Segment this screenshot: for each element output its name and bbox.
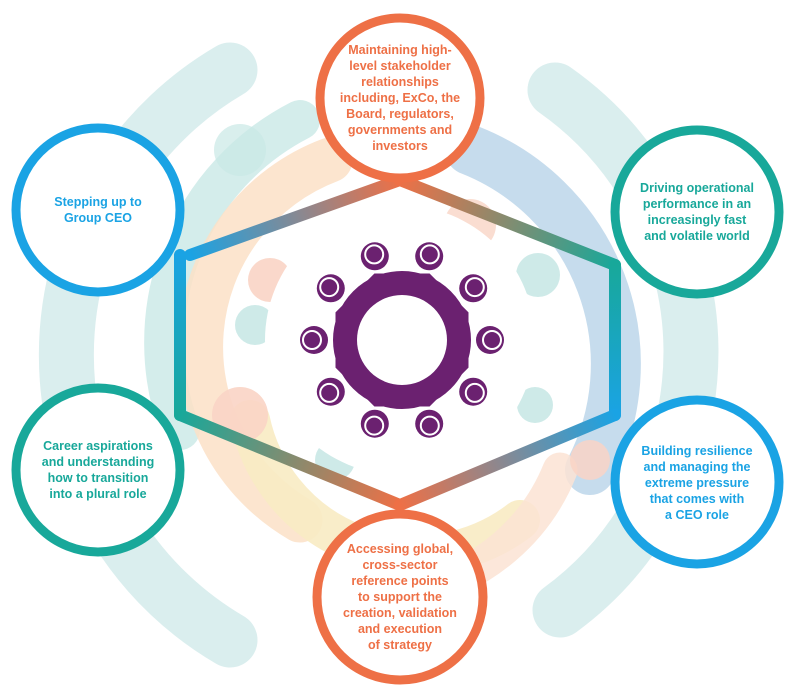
person-icon [476, 326, 504, 354]
person-icon [316, 377, 345, 406]
bg-dot [235, 305, 275, 345]
node-circle-bottom [312, 509, 488, 685]
connectors [174, 174, 621, 511]
bg-ring-outer [38, 42, 258, 668]
bg-dot [517, 387, 553, 423]
bg-ring-peach [178, 137, 353, 543]
node-label-bottom: Accessing global, cross-sector reference… [343, 542, 457, 652]
person-icon [415, 409, 444, 438]
node-circle-lower-right [610, 395, 784, 569]
node-circle-lower-left [11, 383, 185, 557]
person-icon [316, 274, 345, 303]
table-ring [333, 271, 471, 409]
node-circle-top [315, 13, 485, 183]
connector-top-upper-right [394, 174, 621, 271]
node-circle-upper-left [11, 123, 185, 297]
person-icon [360, 242, 389, 271]
node-label-top: Maintaining high- level stakeholder rela… [339, 43, 461, 153]
connector-bottom-lower-right [394, 409, 621, 511]
bg-ring-outer-right [527, 62, 719, 638]
bg-dot [214, 124, 266, 176]
connector-top-upper-left [184, 174, 406, 261]
person-icon [415, 242, 444, 271]
round-table-meeting-icon [300, 242, 504, 438]
person-icon [360, 409, 389, 438]
node-label-upper-right: Driving operational performance in an in… [640, 181, 754, 243]
node-label-upper-left: Stepping up to Group CEO [54, 195, 142, 225]
node-label-lower-right: Building resilience and managing the ext… [641, 443, 753, 522]
bg-dot [570, 440, 610, 480]
connector-lower-left-bottom [174, 409, 406, 511]
node-circle-upper-right [610, 125, 784, 299]
node-circles [11, 13, 784, 685]
person-icon [459, 274, 488, 303]
table-center [357, 295, 447, 385]
person-icon [300, 326, 328, 354]
person-icon [459, 377, 488, 406]
node-label-lower-left: Career aspirations and understanding how… [41, 439, 155, 501]
bg-dot [516, 253, 560, 297]
